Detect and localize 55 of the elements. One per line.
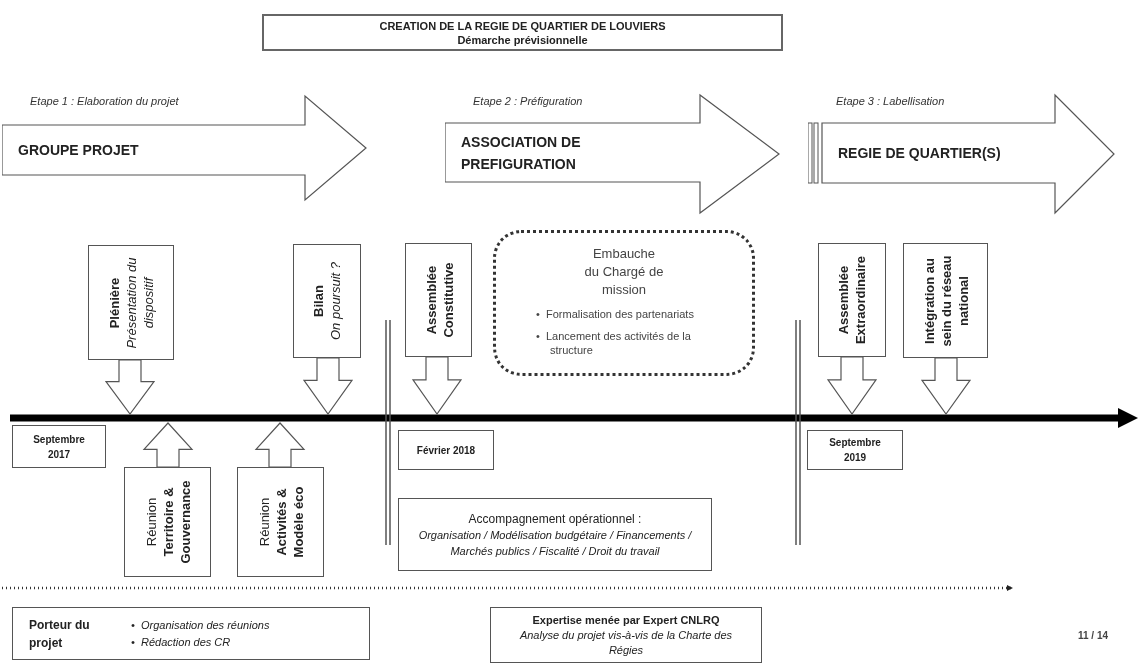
box-text: Analyse du projet vis-à-vis de la Charte des Régies [518, 627, 734, 658]
stage-title: REGIE DE QUARTIER(S) [838, 144, 1001, 163]
subtitle: Démarche prévisionnelle [457, 32, 588, 47]
bullet-item: • Formalisation des partenariats [536, 307, 695, 321]
callout-text: Présentation du dispositif [122, 255, 157, 351]
callout-text: On poursuit ? [327, 262, 344, 341]
info-box [12, 607, 370, 660]
callout-text: Réunion [255, 497, 272, 547]
block-arrow [302, 357, 354, 416]
stage-title: ASSOCIATION DE PREFIGURATION [461, 132, 582, 174]
callout-text: Réunion [142, 497, 159, 547]
box-heading: Expertise menée par Expert CNLRQ [532, 612, 720, 628]
title-box [262, 14, 783, 51]
callout-box [903, 243, 988, 358]
info-box [490, 607, 762, 663]
callout-box [88, 245, 174, 360]
box-text: Organisation / Modélisation budgétaire / Financements / Marchés publics / Fiscalité / Droit du travail [417, 527, 693, 559]
block-arrow [411, 356, 463, 416]
stage-heading: Etape 1 : Elaboration du projet [30, 94, 179, 109]
callout-box [237, 467, 324, 577]
title: CREATION DE LA REGIE DE QUARTIER DE LOUVIERS [379, 18, 666, 33]
block-arrow [920, 357, 972, 416]
block-arrow [826, 356, 878, 416]
block-arrow [104, 359, 156, 415]
callout-text: Intégration au sein du réseau national [920, 254, 971, 349]
callout-box [405, 243, 472, 357]
block-arrow [254, 422, 306, 468]
support-box [398, 498, 712, 571]
date-box [807, 430, 903, 470]
stage-title: GROUPE PROJET [18, 141, 139, 160]
date-label: Septembre 2017 [32, 432, 86, 462]
box-heading: Embauche du Chargé de mission [583, 245, 665, 299]
box-heading: Porteur du projet [29, 616, 91, 652]
block-arrow [142, 422, 194, 468]
date-label: Septembre 2019 [828, 436, 882, 465]
callout-text: Activités & Modèle éco [272, 485, 306, 560]
callout-box [293, 244, 361, 358]
callout-box [124, 467, 211, 577]
page-number: 11 / 14 [1078, 629, 1109, 643]
callout-text: Plénière [105, 277, 123, 328]
date-box [398, 430, 494, 470]
stage-heading: Etape 3 : Labellisation [836, 94, 945, 109]
date-label: Février 2018 [416, 443, 476, 458]
bullet-item: • Rédaction des CR [131, 634, 232, 650]
callout-text: Territoire & Gouvernance [159, 479, 193, 566]
date-box [12, 425, 106, 468]
callout-text: Assemblée Extraordinaire [835, 254, 869, 347]
bullet-item: • Organisation des réunions [131, 617, 270, 633]
callout-box [818, 243, 886, 357]
callout-text: Assemblée Constitutive [421, 261, 456, 340]
dotted-box [493, 230, 755, 376]
bullet-item: • Lancement des activités de la structure [536, 329, 692, 357]
stage-heading: Etape 2 : Préfiguration [473, 94, 583, 109]
box-heading: Accompagnement opérationnel : [468, 510, 642, 527]
callout-text: Bilan [310, 285, 327, 317]
